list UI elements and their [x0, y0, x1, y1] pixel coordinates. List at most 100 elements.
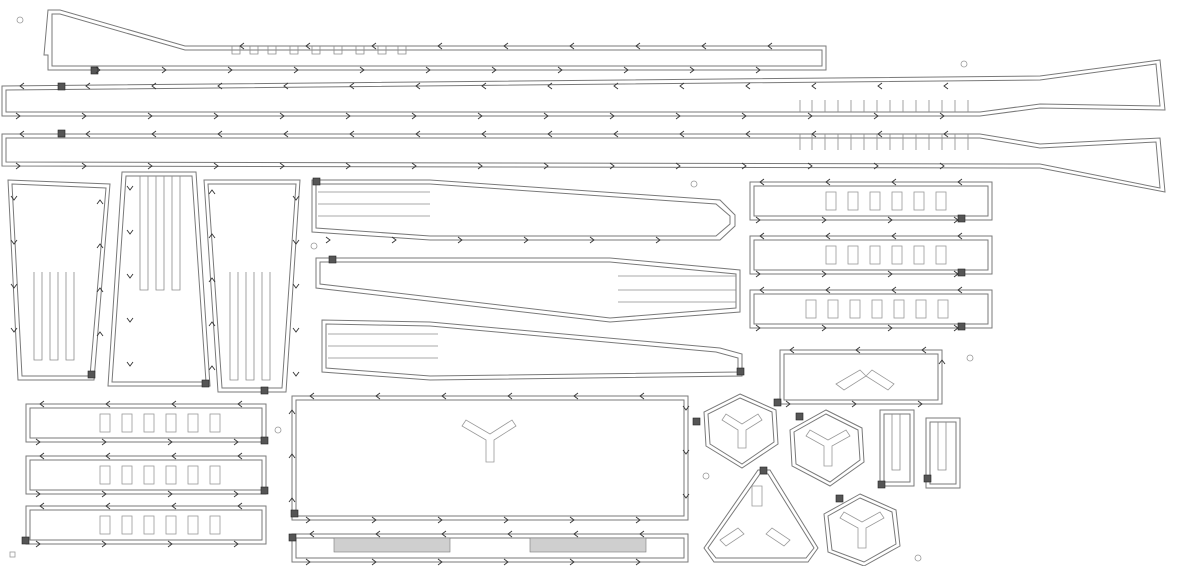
- direction-arrow-icon: [35, 438, 41, 446]
- direction-arrow-icon: [569, 42, 575, 50]
- direction-arrow-icon: [375, 530, 381, 538]
- direction-arrow-icon: [891, 286, 897, 294]
- direction-arrow-icon: [292, 371, 300, 377]
- direction-arrow-icon: [213, 112, 219, 120]
- direction-arrow-icon: [943, 82, 949, 90]
- direction-arrow-icon: [939, 112, 945, 120]
- direction-arrow-icon: [623, 66, 629, 74]
- direction-arrow-icon: [309, 530, 315, 538]
- direction-arrow-icon: [543, 162, 549, 170]
- direction-arrow-icon: [755, 324, 761, 332]
- direction-arrow-icon: [425, 66, 431, 74]
- direction-arrow-icon: [655, 236, 661, 244]
- direction-arrow-icon: [95, 66, 101, 74]
- direction-arrow-icon: [292, 195, 300, 201]
- start-marker-icon: [835, 494, 844, 503]
- direction-arrow-icon: [345, 112, 351, 120]
- direction-arrow-icon: [609, 112, 615, 120]
- direction-arrow-icon: [759, 178, 765, 186]
- direction-arrow-icon: [543, 112, 549, 120]
- direction-arrow-icon: [491, 66, 497, 74]
- direction-arrow-icon: [689, 66, 695, 74]
- direction-arrow-icon: [675, 162, 681, 170]
- direction-arrow-icon: [233, 540, 239, 548]
- direction-arrow-icon: [755, 66, 761, 74]
- direction-arrows: [10, 42, 963, 566]
- direction-arrow-icon: [877, 82, 883, 90]
- direction-arrow-icon: [523, 236, 529, 244]
- direction-arrow-icon: [675, 112, 681, 120]
- direction-arrow-icon: [953, 324, 959, 332]
- direction-arrow-icon: [208, 365, 216, 371]
- direction-arrow-icon: [292, 327, 300, 333]
- part-stringer-1: [311, 179, 736, 241]
- direction-arrow-icon: [288, 409, 296, 415]
- direction-arrow-icon: [292, 239, 300, 245]
- direction-arrow-icon: [217, 82, 223, 90]
- direction-arrow-icon: [151, 130, 157, 138]
- start-marker-icon: [736, 367, 745, 376]
- direction-arrow-icon: [957, 286, 963, 294]
- direction-arrow-icon: [19, 130, 25, 138]
- direction-arrow-icon: [147, 112, 153, 120]
- direction-arrow-icon: [233, 438, 239, 446]
- direction-arrow-icon: [569, 558, 575, 566]
- direction-arrow-icon: [943, 130, 949, 138]
- direction-arrow-icon: [917, 400, 923, 408]
- direction-arrow-icon: [39, 452, 45, 460]
- direction-arrow-icon: [851, 400, 857, 408]
- direction-arrow-icon: [557, 66, 563, 74]
- part-bracket-2: [925, 417, 961, 489]
- direction-arrow-icon: [741, 162, 747, 170]
- direction-arrow-icon: [741, 112, 747, 120]
- direction-arrow-icon: [825, 286, 831, 294]
- direction-arrow-icon: [101, 540, 107, 548]
- direction-arrow-icon: [81, 112, 87, 120]
- direction-arrow-icon: [167, 438, 173, 446]
- direction-arrow-icon: [237, 400, 243, 408]
- direction-arrow-icon: [305, 558, 311, 566]
- direction-arrow-icon: [547, 130, 553, 138]
- start-marker-icon: [759, 466, 768, 475]
- direction-arrow-icon: [126, 273, 134, 279]
- direction-arrow-icon: [939, 162, 945, 170]
- direction-arrow-icon: [639, 392, 645, 400]
- direction-arrow-icon: [237, 452, 243, 460]
- direction-arrow-icon: [283, 130, 289, 138]
- part-taper-right: [203, 179, 301, 393]
- part-rib-l3: [25, 505, 267, 545]
- direction-arrow-icon: [105, 400, 111, 408]
- direction-arrow-icon: [167, 490, 173, 498]
- direction-arrow-icon: [503, 516, 509, 524]
- part-taper-left: [7, 179, 111, 381]
- part-triangle: [703, 469, 819, 563]
- direction-arrow-icon: [305, 42, 311, 50]
- direction-arrow-icon: [345, 162, 351, 170]
- direction-arrow-icon: [887, 324, 893, 332]
- direction-arrow-icon: [208, 321, 216, 327]
- direction-arrow-icon: [547, 82, 553, 90]
- direction-arrow-icon: [437, 558, 443, 566]
- part-rib-r3: [749, 289, 993, 329]
- direction-arrow-icon: [745, 130, 751, 138]
- part-hex-2: [789, 409, 865, 487]
- direction-arrow-icon: [283, 82, 289, 90]
- direction-arrow-icon: [957, 232, 963, 240]
- direction-arrow-icon: [481, 82, 487, 90]
- start-marker-icon: [260, 386, 269, 395]
- direction-arrow-icon: [957, 178, 963, 186]
- direction-arrow-icon: [437, 516, 443, 524]
- direction-arrow-icon: [233, 490, 239, 498]
- direction-arrow-icon: [10, 195, 18, 201]
- direction-arrow-icon: [441, 392, 447, 400]
- start-marker-icon: [201, 379, 210, 388]
- direction-arrow-icon: [821, 216, 827, 224]
- direction-arrow-icon: [411, 162, 417, 170]
- direction-arrow-icon: [375, 392, 381, 400]
- direction-arrow-icon: [821, 324, 827, 332]
- direction-arrow-icon: [371, 558, 377, 566]
- direction-arrow-icon: [639, 530, 645, 538]
- direction-arrow-icon: [10, 239, 18, 245]
- direction-arrow-icon: [503, 42, 509, 50]
